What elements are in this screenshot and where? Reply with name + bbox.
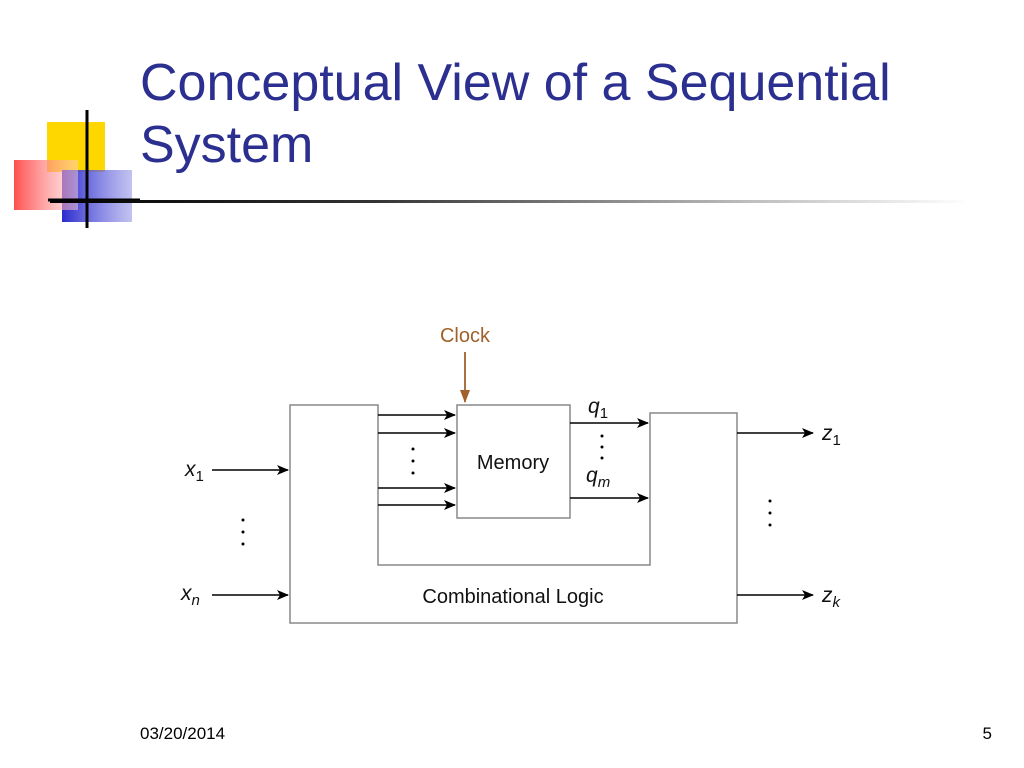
output-label-zk: zk bbox=[821, 584, 842, 611]
slide-title: Conceptual View of a Sequential System bbox=[140, 54, 891, 174]
state-label-qm: qm bbox=[586, 464, 610, 491]
memory-block bbox=[456, 404, 571, 519]
title-underline bbox=[50, 200, 970, 203]
vertical-ellipsis bbox=[241, 518, 245, 546]
slide-number: 5 bbox=[982, 724, 992, 743]
input-label-x1: x1 bbox=[184, 458, 204, 485]
state-label-q1: q1 bbox=[588, 395, 608, 422]
slide-date: 03/20/2014 bbox=[140, 724, 226, 743]
memory-label: Memory bbox=[477, 452, 549, 474]
clock-label: Clock bbox=[440, 325, 491, 347]
vertical-ellipsis bbox=[411, 447, 415, 475]
vertical-ellipsis bbox=[600, 434, 604, 460]
output-label-z1: z1 bbox=[821, 422, 841, 449]
combinational-logic-label: Combinational Logic bbox=[422, 586, 603, 608]
combinational-logic-block bbox=[289, 404, 738, 624]
input-label-xn: xn bbox=[180, 582, 200, 609]
vertical-ellipsis bbox=[768, 499, 772, 527]
